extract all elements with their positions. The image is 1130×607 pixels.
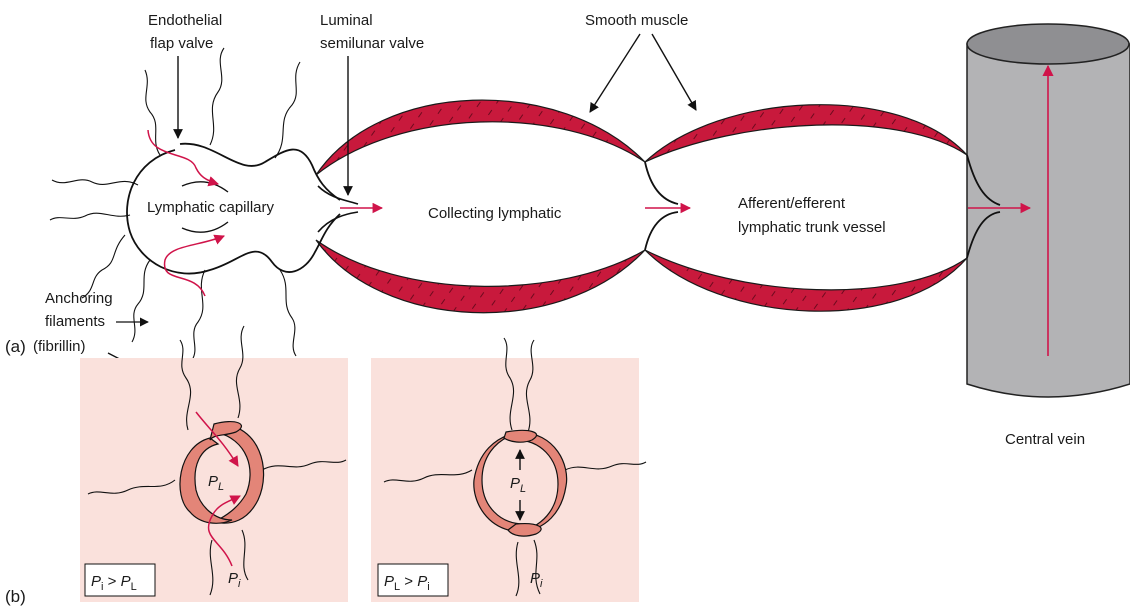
label-collecting-lymphatic: Collecting lymphatic <box>428 205 562 222</box>
svg-text:(fibrillin): (fibrillin) <box>33 338 86 355</box>
muscle-band-trunk-top <box>645 105 967 162</box>
smooth-muscle-bands <box>316 100 967 313</box>
svg-text:Smooth muscle: Smooth muscle <box>585 12 688 29</box>
svg-text:Luminal: Luminal <box>320 12 373 29</box>
svg-text:Anchoring: Anchoring <box>45 290 113 307</box>
central-vein <box>967 24 1130 397</box>
label-smooth-muscle: Smooth muscle <box>585 12 696 112</box>
label-luminal-semilunar-valve: Luminal semilunar valve <box>320 12 424 195</box>
svg-text:Afferent/efferent: Afferent/efferent <box>738 195 846 212</box>
panel-a-label: (a) <box>5 337 26 356</box>
svg-text:lymphatic trunk vessel: lymphatic trunk vessel <box>738 219 886 236</box>
svg-text:flap valve: flap valve <box>150 35 213 52</box>
svg-text:Endothelial: Endothelial <box>148 12 222 29</box>
muscle-band-collecting-top <box>316 100 645 175</box>
svg-text:filaments: filaments <box>45 313 105 330</box>
label-endothelial-flap-valve: Endothelial flap valve <box>148 12 222 138</box>
label-central-vein: Central vein <box>1005 431 1085 448</box>
svg-text:semilunar valve: semilunar valve <box>320 35 424 52</box>
panel-b-label: (b) <box>5 587 26 606</box>
muscle-band-collecting-bottom <box>316 240 645 313</box>
panel-b-left: PL Pi Pi > PL <box>80 326 348 602</box>
label-lymphatic-capillary: Lymphatic capillary <box>147 199 274 216</box>
label-trunk-vessel: Afferent/efferent lymphatic trunk vessel <box>738 195 886 236</box>
muscle-band-trunk-bottom <box>645 250 967 311</box>
panel-b-right: PL Pi PL > Pi <box>371 338 646 602</box>
